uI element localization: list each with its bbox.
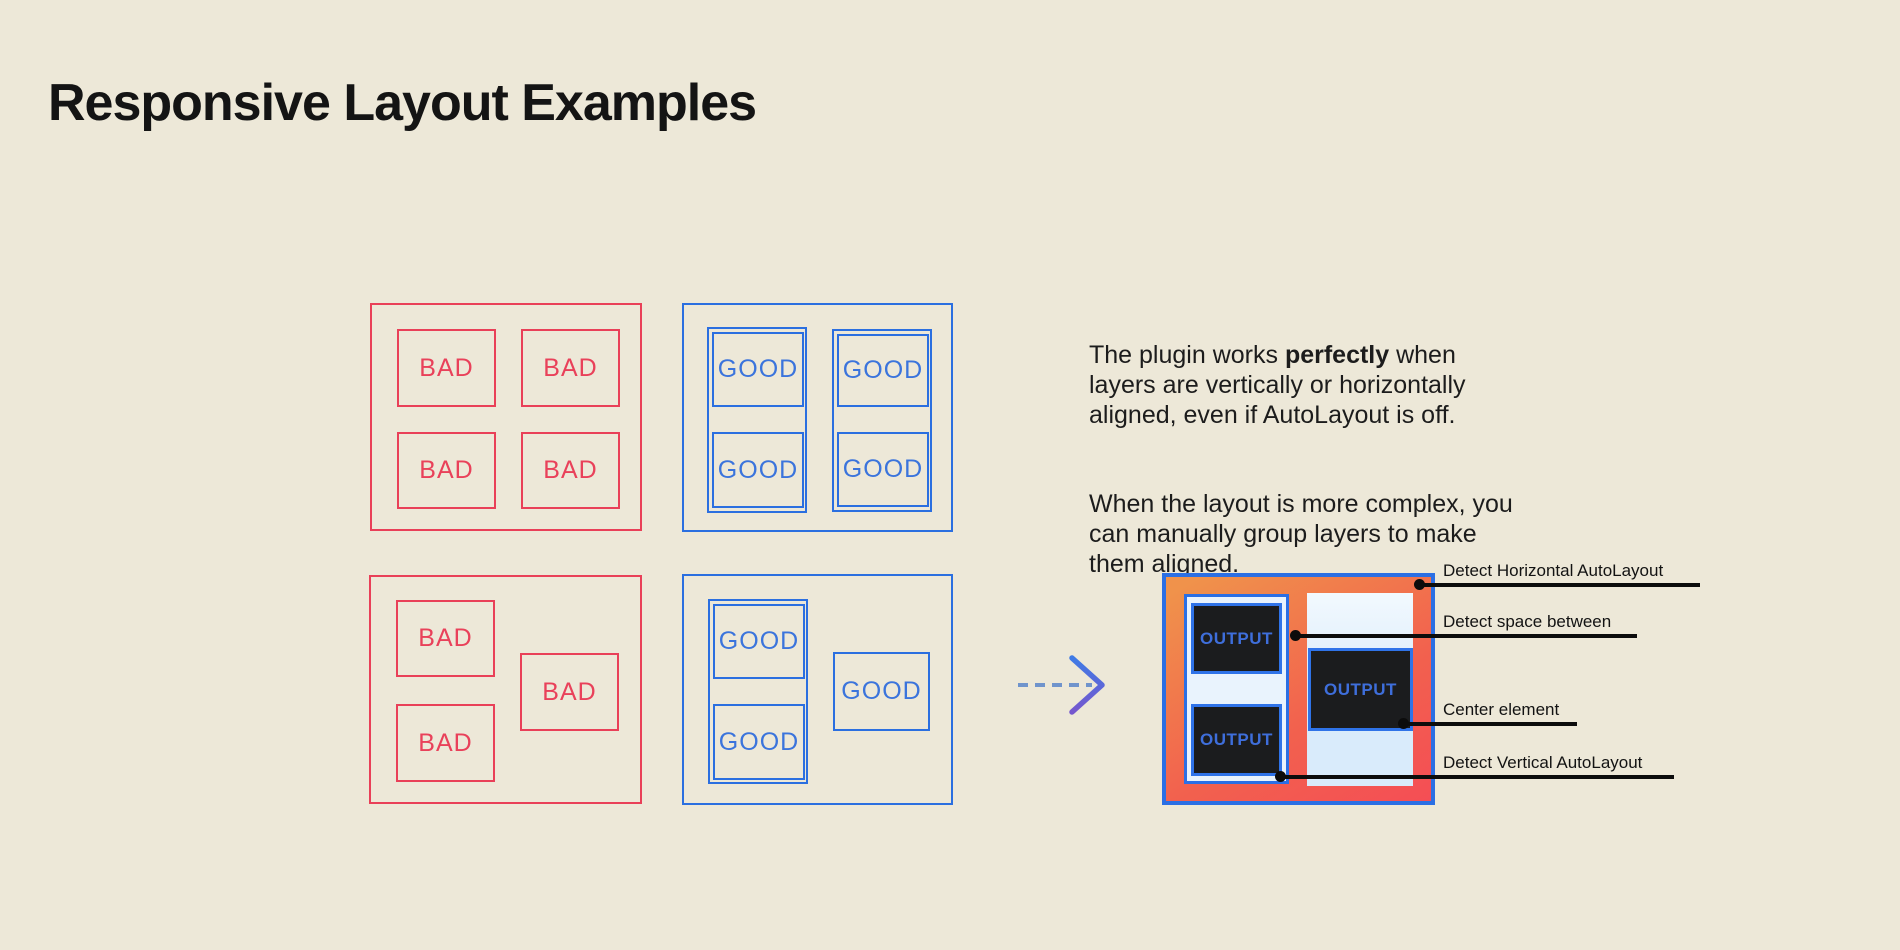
good-box: GOOD [837, 432, 929, 507]
bad-box: BAD [520, 653, 619, 731]
bad-box-label: BAD [543, 456, 598, 484]
bad-box: BAD [397, 432, 496, 509]
transform-arrow-icon [1018, 655, 1105, 715]
annotation-label: Detect Horizontal AutoLayout [1443, 561, 1664, 580]
good-box: GOOD [712, 432, 804, 508]
good-box: GOOD [713, 604, 805, 679]
output-box: OUTPUT [1191, 603, 1282, 674]
annotation-dot [1414, 579, 1425, 590]
good-group: GOOD GOOD [707, 327, 807, 513]
output-preview: OUTPUT OUTPUT OUTPUT [1162, 573, 1435, 805]
good-box-label: GOOD [717, 355, 799, 383]
good-box-label: GOOD [842, 356, 924, 384]
good-box: GOOD [833, 652, 930, 731]
output-box-label: OUTPUT [1200, 730, 1273, 749]
bad-box: BAD [397, 329, 496, 407]
bad-box: BAD [521, 329, 620, 407]
annotation-line [1404, 722, 1577, 726]
annotation-label: Center element [1443, 700, 1560, 719]
annotation-line [1281, 775, 1674, 779]
good-box-label: GOOD [842, 455, 924, 483]
annotation-label: Detect space between [1443, 612, 1612, 631]
description-bold-word: perfectly [1284, 341, 1390, 369]
good-group: GOOD GOOD [832, 329, 932, 512]
bad-box: BAD [396, 600, 495, 677]
output-box-label: OUTPUT [1324, 679, 1397, 699]
bad-box-label: BAD [419, 353, 474, 382]
output-box: OUTPUT [1191, 704, 1282, 776]
annotation-dot [1290, 630, 1301, 641]
bad-box-label: BAD [418, 624, 473, 652]
description-text: The plugin works perfectly when layers a… [1089, 310, 1513, 609]
bad-example-grid: BAD BAD BAD BAD [370, 303, 642, 531]
good-example-grid: GOOD GOOD GOOD GOOD [682, 303, 953, 532]
annotation-label: Detect Vertical AutoLayout [1443, 753, 1643, 772]
good-box: GOOD [837, 334, 929, 407]
annotation-dot [1398, 718, 1409, 729]
output-box-label: OUTPUT [1200, 628, 1273, 648]
bad-box-label: BAD [543, 353, 598, 382]
bad-box-label: BAD [419, 456, 474, 484]
bad-box: BAD [521, 432, 620, 509]
bad-box-label: BAD [418, 728, 473, 757]
page-title: Responsive Layout Examples [48, 73, 757, 132]
output-center-box: OUTPUT [1308, 648, 1413, 731]
bad-box: BAD [396, 704, 495, 782]
good-example-complex: GOOD GOOD GOOD [682, 574, 953, 805]
description-segment: when layers are vertically or horizontal… [1089, 341, 1466, 429]
good-box: GOOD [712, 332, 804, 407]
annotation-line [1296, 634, 1637, 638]
output-vertical-group: OUTPUT OUTPUT [1184, 594, 1289, 784]
good-box-label: GOOD [841, 677, 922, 705]
good-box-label: GOOD [718, 727, 800, 756]
bad-box-label: BAD [542, 677, 597, 706]
good-box-label: GOOD [718, 627, 800, 655]
good-box: GOOD [713, 704, 805, 780]
annotation-line [1420, 583, 1700, 587]
description-segment: The plugin works [1089, 341, 1285, 369]
good-box-label: GOOD [717, 455, 799, 484]
description-paragraph-1: The plugin works perfectly when layers a… [1089, 340, 1513, 430]
bad-example-complex: BAD BAD BAD [369, 575, 642, 804]
annotation-dot [1275, 771, 1286, 782]
good-group: GOOD GOOD [708, 599, 808, 784]
